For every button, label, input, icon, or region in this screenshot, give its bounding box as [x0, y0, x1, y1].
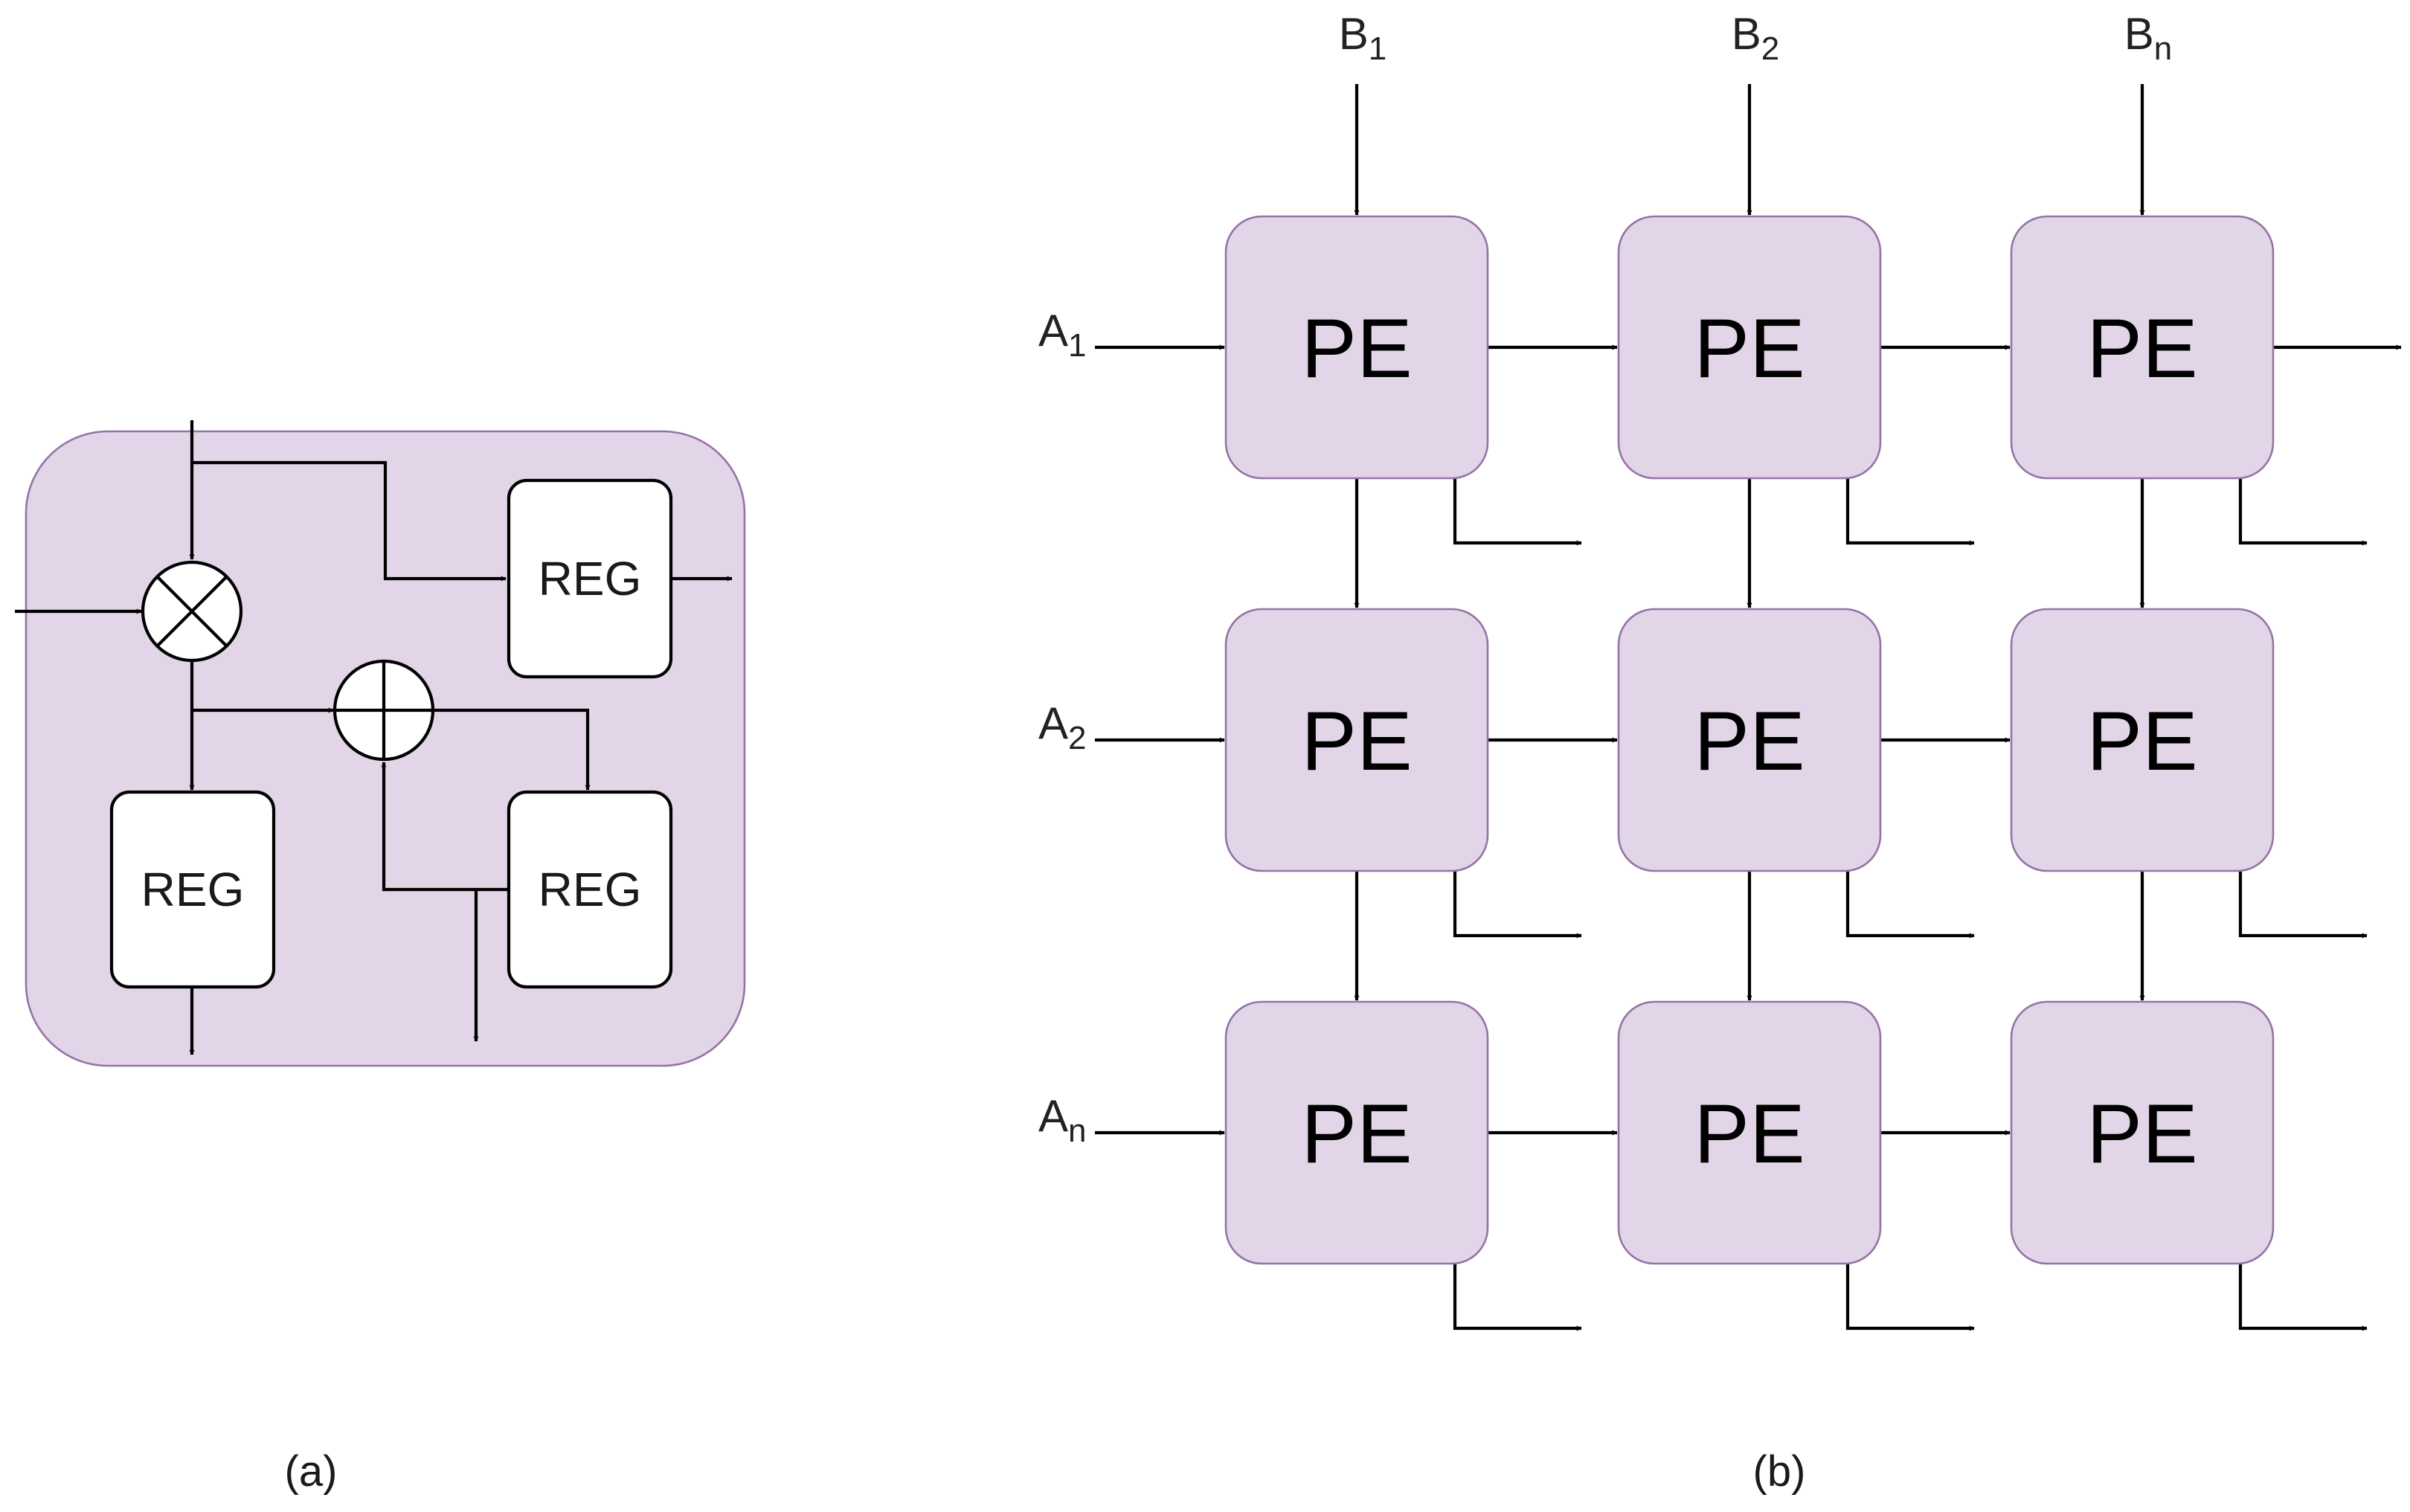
col-input-label: B1: [1339, 9, 1387, 67]
pe-label: PE: [1301, 1087, 1412, 1180]
pe-cell-body: [1617, 215, 1882, 480]
reg-bottom-right: REG: [507, 790, 673, 989]
pe-cell-body: [1224, 608, 1489, 872]
caption-a: (a): [285, 1447, 338, 1496]
pe-array-cells: PE PE PE PE PE PE PE PE PE: [1224, 215, 2275, 1265]
feedback-line: [381, 762, 509, 892]
reg-bottom-left: REG: [109, 790, 276, 989]
pe-label: PE: [1694, 695, 1805, 788]
pe-cell: PE: [1617, 215, 1882, 480]
pe-cell: PE: [1617, 608, 1882, 872]
output-tap-wire: [1453, 478, 1582, 546]
pe-array-wires: [1095, 84, 2402, 1331]
output-tap-wire: [1453, 871, 1582, 939]
pe-cell: PE: [1617, 1000, 1882, 1265]
pe-cell-body: [1617, 1000, 1882, 1265]
add-circle-icon: [332, 659, 435, 762]
reg-bottom-left-label: REG: [141, 863, 245, 916]
pe-cell-body: [1224, 1000, 1489, 1265]
output-tap-wire: [2238, 871, 2368, 939]
pe-cell-body: [2010, 608, 2275, 872]
pe-cell: PE: [1224, 1000, 1489, 1265]
pe-cell: PE: [2010, 1000, 2275, 1265]
output-tap-wire: [1453, 1264, 1582, 1331]
row-input-label: A1: [1038, 306, 1087, 364]
reg-top-right: REG: [507, 478, 673, 679]
output-tap-wire: [2238, 1264, 2368, 1331]
pe-cell: PE: [1224, 608, 1489, 872]
pe-cell-body: [1617, 608, 1882, 872]
pe-cell: PE: [2010, 215, 2275, 480]
reg-bottom-right-label: REG: [539, 863, 642, 916]
col-input-label: B2: [1732, 9, 1780, 67]
pe-label: PE: [2086, 695, 2197, 788]
pe-label: PE: [2086, 1087, 2197, 1180]
pe-label: PE: [1301, 695, 1412, 788]
pe-detail-panel: REG REG REG (a): [15, 420, 746, 1496]
pe-label: PE: [1694, 302, 1805, 395]
adder-to-reg-line: [434, 708, 591, 791]
reg-top-right-label: REG: [539, 552, 642, 605]
pe-cell-body: [1224, 215, 1489, 480]
pe-label: PE: [1694, 1087, 1805, 1180]
caption-b: (b): [1753, 1447, 1806, 1496]
row-input-label: An: [1038, 1091, 1087, 1149]
col-input-label: Bn: [2124, 9, 2173, 67]
output-tap-wire: [1845, 478, 1975, 546]
pe-cell-body: [2010, 1000, 2275, 1265]
pe-cell: PE: [1224, 215, 1489, 480]
pe-cell-body: [2010, 215, 2275, 480]
pe-cell: PE: [2010, 608, 2275, 872]
output-tap-wire: [2238, 478, 2368, 546]
output-tap-wire: [1845, 1264, 1975, 1331]
row-input-label: A2: [1038, 698, 1087, 756]
multiply-circle-icon: [141, 560, 243, 663]
passthrough-line: [192, 460, 507, 582]
pe-label: PE: [2086, 302, 2197, 395]
pe-label: PE: [1301, 302, 1412, 395]
output-tap-wire: [1845, 871, 1975, 939]
